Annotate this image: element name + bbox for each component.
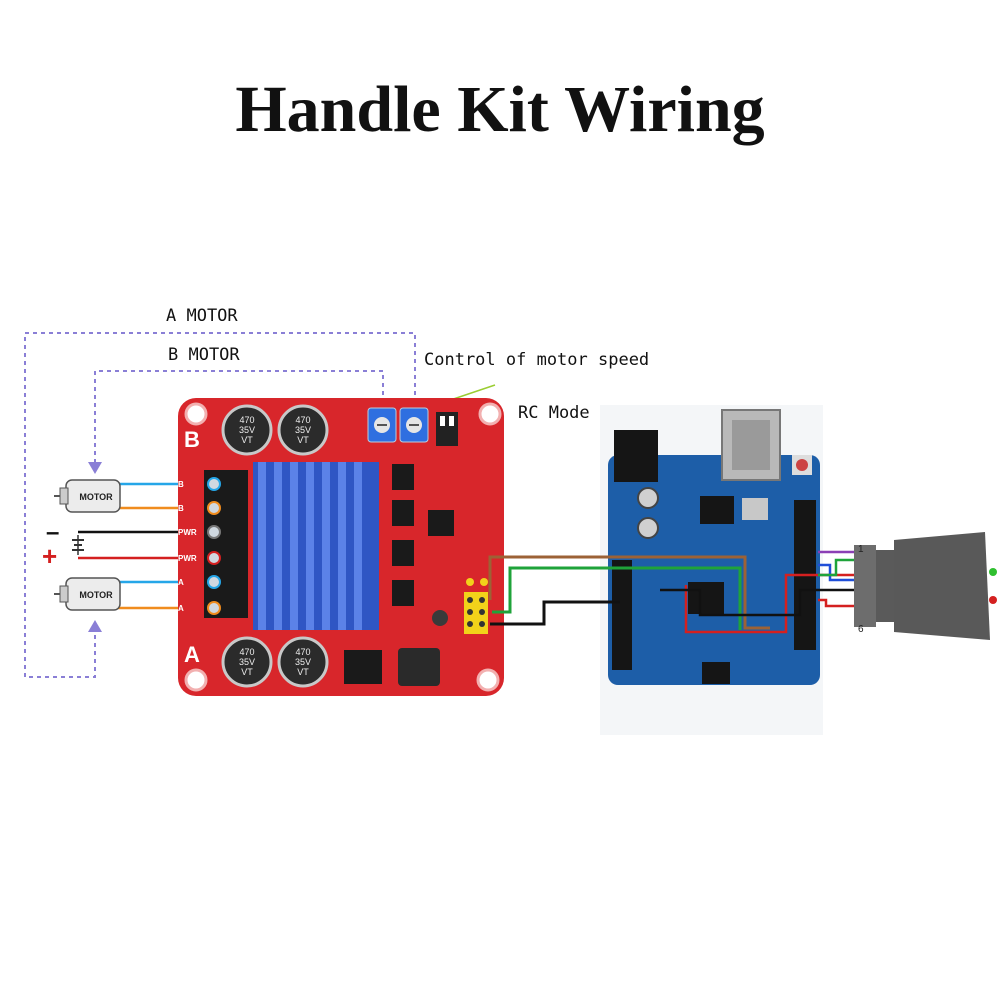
driver-chips bbox=[344, 464, 454, 686]
arduino-analog-header bbox=[612, 560, 632, 670]
terminal-label-4: PWR bbox=[178, 554, 197, 563]
svg-text:35V: 35V bbox=[295, 657, 311, 667]
black-wire bbox=[490, 600, 620, 626]
board-side-b: B bbox=[184, 427, 200, 452]
speed-control-label: Control of motor speed bbox=[424, 350, 650, 370]
power-jack bbox=[614, 430, 658, 482]
terminal-label-3: PWR bbox=[178, 528, 197, 537]
blue-wire bbox=[818, 563, 854, 582]
motor-a: MOTOR bbox=[54, 577, 121, 611]
svg-text:35V: 35V bbox=[239, 657, 255, 667]
svg-text:VT: VT bbox=[297, 435, 309, 445]
board-side-a: A bbox=[184, 642, 200, 667]
terminal-screws bbox=[207, 477, 221, 615]
svg-text:35V: 35V bbox=[239, 425, 255, 435]
capacitor-1: 470 35V VT bbox=[221, 404, 273, 456]
terminal-block bbox=[204, 470, 248, 618]
svg-text:470: 470 bbox=[239, 415, 254, 425]
connector-pin-6: 6 bbox=[858, 624, 864, 635]
capacitor-4: 470 35V VT bbox=[277, 636, 329, 688]
motor-driver-board: B A B B PWR PWR A A bbox=[178, 398, 504, 696]
red-wire-controller bbox=[818, 598, 854, 608]
rc-mode-label: RC Mode bbox=[518, 403, 590, 423]
b-motor-arrow bbox=[88, 462, 102, 474]
motor-b: MOTOR bbox=[54, 479, 121, 513]
svg-text:470: 470 bbox=[295, 647, 310, 657]
a-motor-arrow bbox=[88, 620, 102, 632]
battery-minus: – bbox=[46, 519, 59, 546]
terminal-label-1: B bbox=[178, 480, 184, 489]
svg-text:35V: 35V bbox=[295, 425, 311, 435]
controller-connector: 1 6 bbox=[854, 532, 997, 640]
svg-text:VT: VT bbox=[241, 667, 253, 677]
green-wire bbox=[492, 566, 742, 630]
signal-header bbox=[464, 592, 488, 634]
motor-a-label: MOTOR bbox=[79, 590, 113, 600]
a-motor-label: A MOTOR bbox=[166, 306, 238, 326]
b-motor-dashed-line bbox=[94, 370, 384, 465]
terminal-label-5: A bbox=[178, 578, 184, 587]
svg-text:VT: VT bbox=[297, 667, 309, 677]
dashed-motor-lines bbox=[24, 332, 416, 678]
green-wire-controller bbox=[818, 558, 854, 577]
motor-b-label: MOTOR bbox=[79, 492, 113, 502]
terminal-label-2: B bbox=[178, 504, 184, 513]
svg-text:470: 470 bbox=[239, 647, 254, 657]
battery-plus: + bbox=[42, 541, 57, 571]
signal-wires bbox=[488, 550, 854, 634]
heatsink bbox=[253, 462, 379, 630]
svg-text:470: 470 bbox=[295, 415, 310, 425]
rc-mode-switch bbox=[436, 412, 458, 446]
svg-text:VT: VT bbox=[241, 435, 253, 445]
brown-wire bbox=[488, 555, 770, 630]
terminal-label-6: A bbox=[178, 604, 184, 613]
black-wire-arduino bbox=[660, 588, 854, 617]
capacitor-3: 470 35V VT bbox=[221, 636, 273, 688]
red-wire-arduino bbox=[684, 573, 854, 634]
arduino-board bbox=[600, 405, 823, 735]
battery: – + bbox=[42, 519, 84, 571]
connector-pin-1: 1 bbox=[858, 544, 864, 555]
b-motor-label: B MOTOR bbox=[168, 345, 240, 365]
icsp-header bbox=[702, 662, 730, 684]
speed-potentiometers bbox=[367, 407, 429, 443]
a-motor-dashed-line bbox=[24, 332, 416, 678]
page-title: Handle Kit Wiring bbox=[235, 73, 765, 146]
capacitor-2: 470 35V VT bbox=[277, 404, 329, 456]
